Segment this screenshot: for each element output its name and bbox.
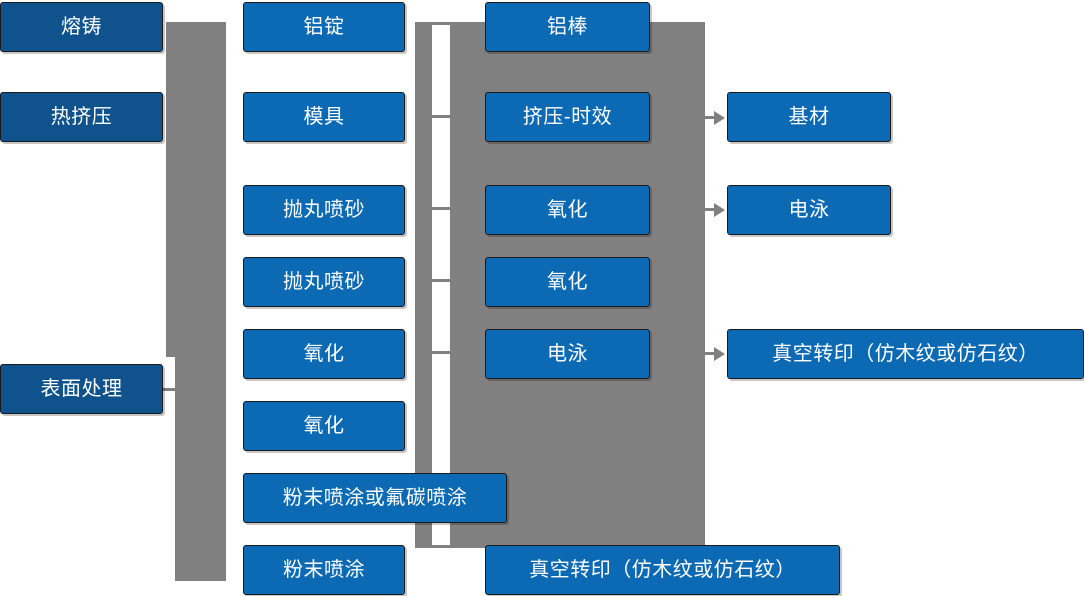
arrow-trunk-to-oxidation-1 [226,337,238,353]
arrow-trunk-to-mold [226,101,238,117]
arrow-to-vacuum-transfer [714,347,725,361]
arrow-trunk-to-aluminum-ingot [226,19,238,35]
connector-surface-stub [163,388,185,391]
process-node-shot-blast-1[interactable]: 抛丸喷砂 [243,185,405,235]
arrow-down-extrude-to-surface [70,330,88,340]
output-node-base-material[interactable]: 基材 [727,92,891,142]
arrow-trunk-to-shot-blast-2 [226,265,238,281]
treatment-node-aluminum-bar[interactable]: 铝棒 [485,2,650,52]
connector-tick-1 [432,22,452,25]
middle-narrow-band [415,22,432,548]
arrow-trunk-to-powder-coating [226,561,238,577]
treatment-node-vacuum-transfer[interactable]: 真空转印（仿木纹或仿石纹） [485,545,840,595]
treatment-node-electrophoresis[interactable]: 电泳 [485,329,650,379]
process-node-powder-or-fluorocarbon[interactable]: 粉末喷涂或氟碳喷涂 [243,473,507,523]
treatment-node-oxidation-2[interactable]: 氧化 [485,257,650,307]
arrow-to-base-material [714,111,725,125]
connector-tick-4 [432,279,452,282]
arrow-trunk-to-shot-blast-1 [226,193,238,209]
stage-node-surface-treatment[interactable]: 表面处理 [0,364,163,414]
stage-node-melt-cast[interactable]: 熔铸 [0,2,163,52]
output-node-vacuum-transfer[interactable]: 真空转印（仿木纹或仿石纹） [727,329,1084,379]
arrow-trunk-to-oxidation-2 [226,409,238,425]
connector-tick-6 [432,545,452,548]
process-node-mold[interactable]: 模具 [243,92,405,142]
arrow-stem-to-vacuum-transfer [705,352,717,355]
process-node-aluminum-ingot[interactable]: 铝锭 [243,2,405,52]
treatment-node-oxidation-1[interactable]: 氧化 [485,185,650,235]
arrow-down-melt-to-extrude [70,72,88,82]
arrow-trunk-to-powder-fluoro [226,481,238,497]
process-node-powder-coating[interactable]: 粉末喷涂 [243,545,405,595]
arrow-stem-to-electrophoresis [705,208,717,211]
connector-tick-5 [432,351,452,354]
process-node-shot-blast-2[interactable]: 抛丸喷砂 [243,257,405,307]
arrow-to-electrophoresis [714,203,725,217]
stage-node-hot-extrusion[interactable]: 热挤压 [0,92,163,142]
process-node-oxidation-1[interactable]: 氧化 [243,329,405,379]
process-node-oxidation-2[interactable]: 氧化 [243,401,405,451]
arrow-stem-to-base-material [705,116,717,119]
treatment-node-extrude-aging[interactable]: 挤压-时效 [485,92,650,142]
left-trunk-lower [175,357,226,581]
connector-tick-3 [432,207,452,210]
connector-tick-2 [432,115,452,118]
output-node-electrophoresis[interactable]: 电泳 [727,185,891,235]
left-trunk-notch-fill [166,22,226,350]
